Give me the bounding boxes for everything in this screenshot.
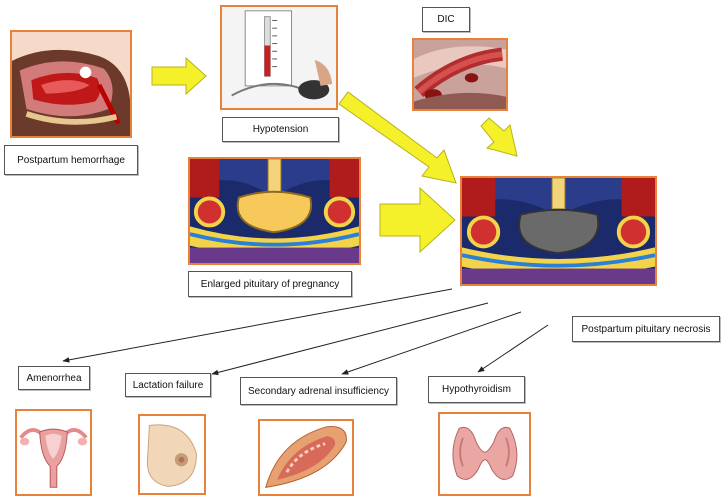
- postpartum-hemorrhage-image: [10, 30, 132, 138]
- label-pituitary-necrosis: Postpartum pituitary necrosis: [572, 316, 720, 342]
- arrow-to-amenorrhea: [62, 288, 453, 363]
- arrow-to-hypothyroidism: [477, 324, 549, 373]
- label-lactation-failure: Lactation failure: [125, 373, 211, 397]
- hypotension-image: [220, 5, 338, 110]
- label-hypothyroidism: Hypothyroidism: [428, 376, 525, 403]
- pituitary-necrosis-image: [460, 176, 657, 286]
- label-enlarged-pituitary: Enlarged pituitary of pregnancy: [188, 271, 352, 297]
- dic-image: [412, 38, 508, 111]
- label-adrenal-insufficiency: Secondary adrenal insufficiency: [240, 377, 397, 405]
- label-postpartum-hemorrhage: Postpartum hemorrhage: [4, 145, 138, 175]
- yellow-arrow-hypotension-to-necrosis: [338, 91, 457, 184]
- yellow-arrow-dic-to-necrosis: [480, 117, 518, 157]
- yellow-arrow-enlarged-to-necrosis: [379, 186, 456, 254]
- adrenal-image: [258, 419, 354, 496]
- breast-image: [138, 414, 206, 495]
- arrow-to-lactation-failure: [211, 302, 489, 376]
- enlarged-pituitary-image: [188, 157, 361, 265]
- uterus-image: [15, 409, 92, 496]
- yellow-arrow-hemorrhage-to-hypotension: [151, 56, 207, 96]
- thyroid-image: [438, 412, 531, 496]
- label-hypotension: Hypotension: [222, 117, 339, 142]
- label-dic: DIC: [422, 7, 470, 32]
- label-amenorrhea: Amenorrhea: [18, 366, 90, 390]
- arrow-to-adrenal-insufficiency: [341, 311, 522, 375]
